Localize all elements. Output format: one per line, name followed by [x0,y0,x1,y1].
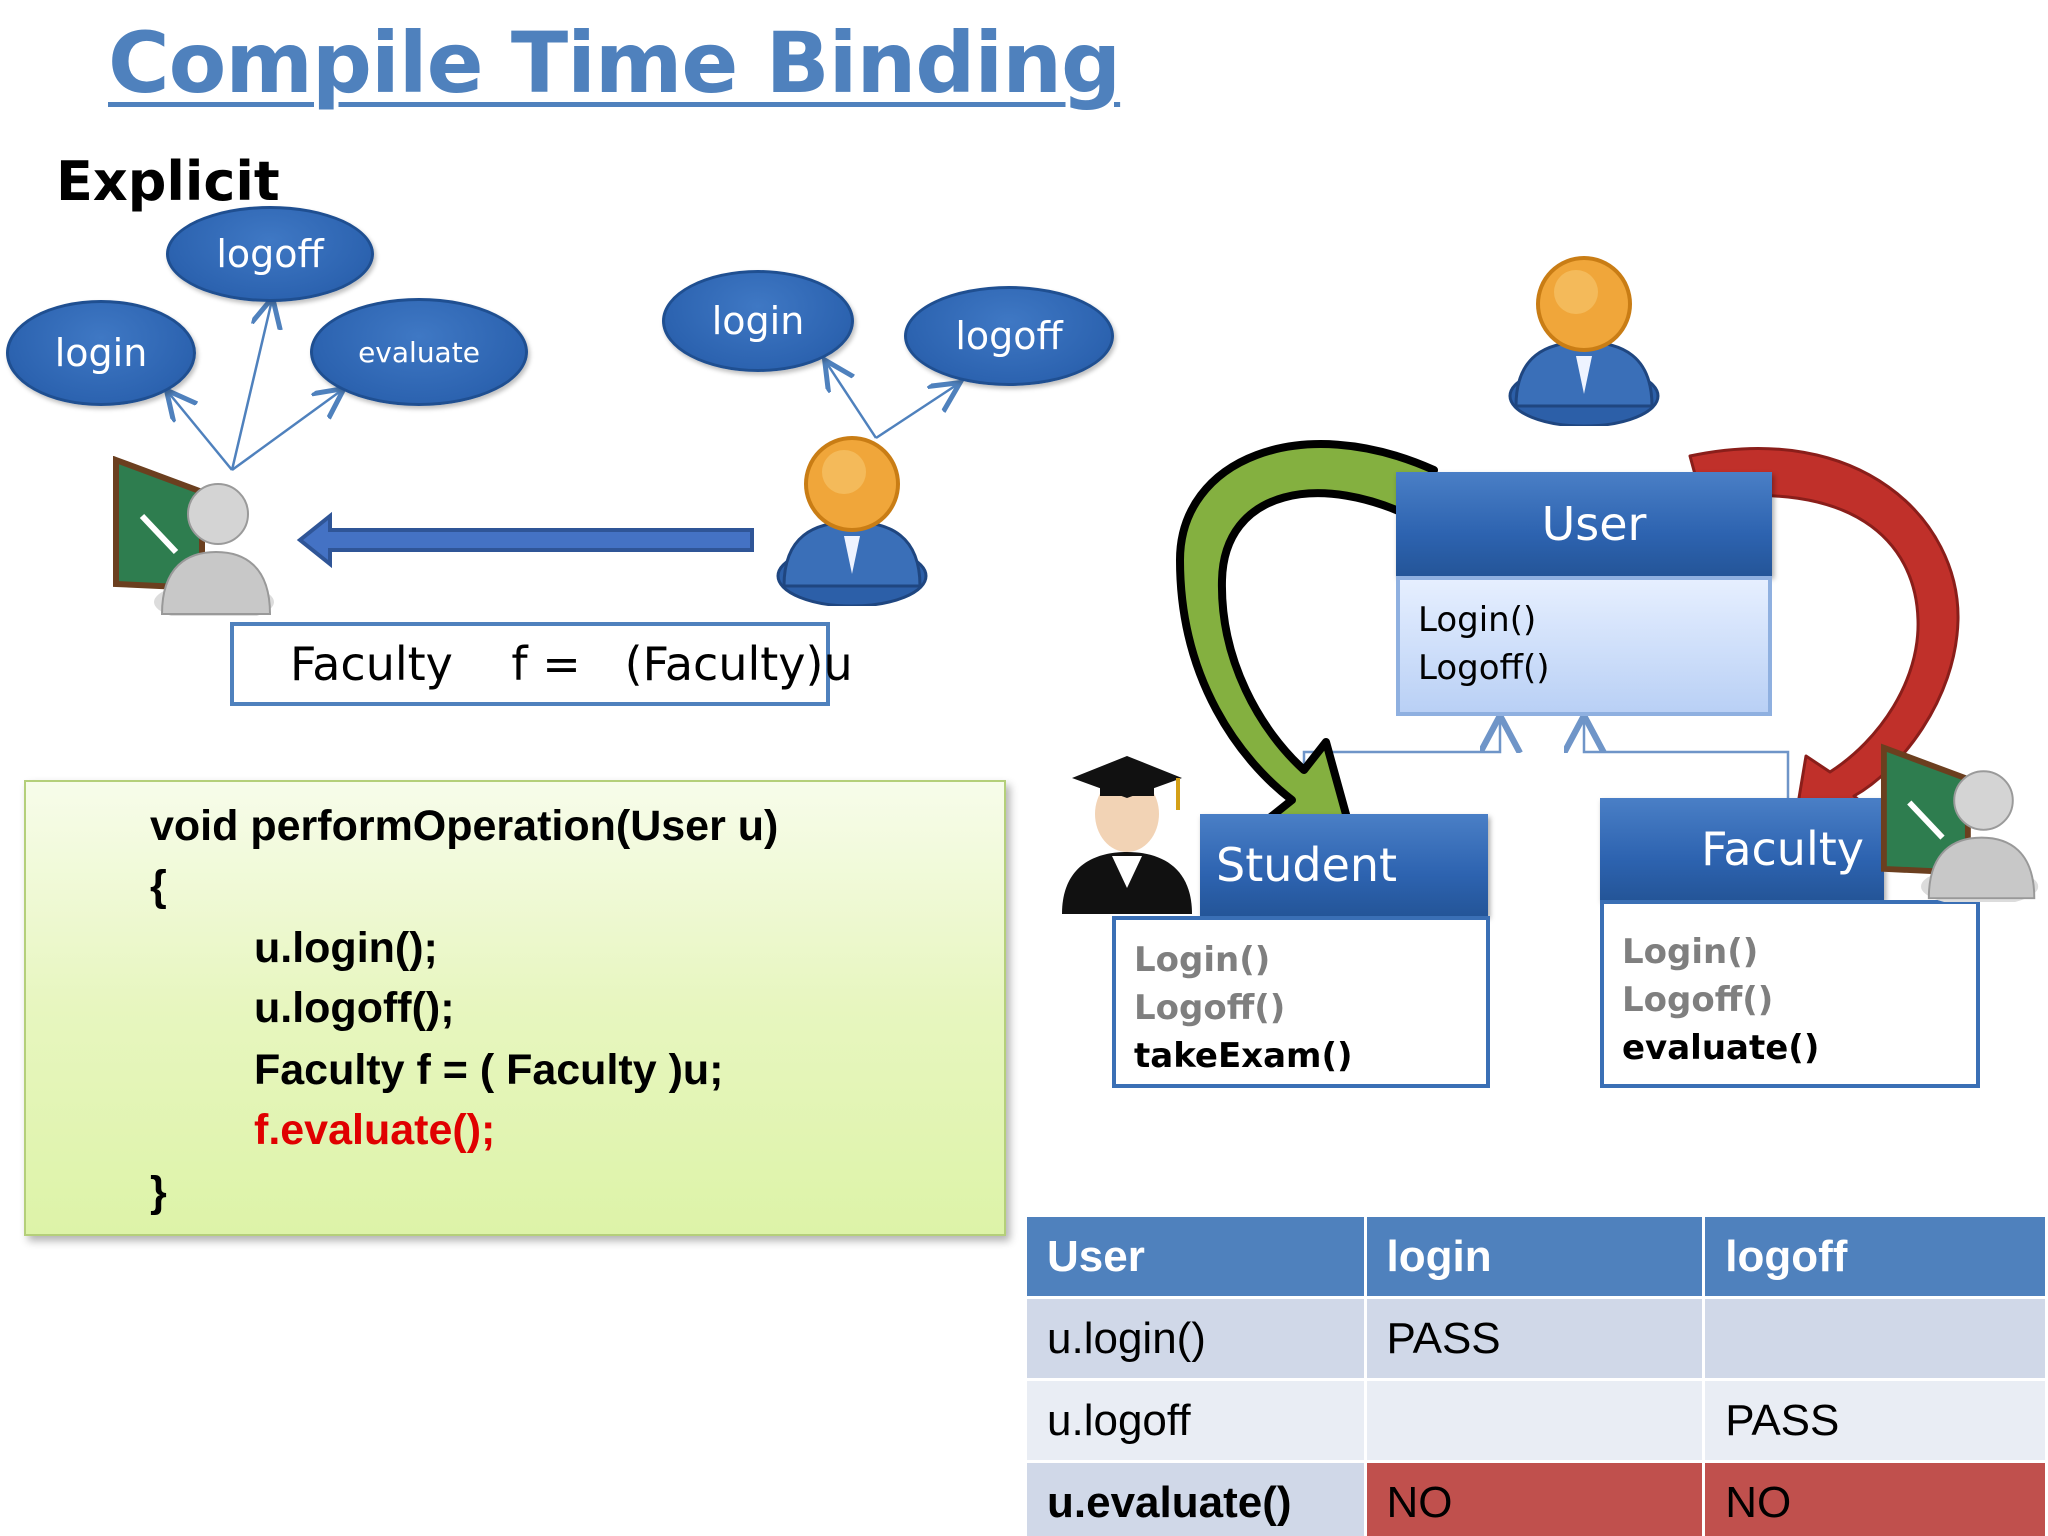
user-class-body: Login() Logoff() [1396,576,1772,716]
method-item: Login() [1418,600,1537,640]
code-line: u.login(); [254,924,438,972]
inherited-method: Logoff() [1622,980,1774,1020]
inherited-method: Login() [1622,932,1759,972]
code-panel: void performOperation(User u) { u.login(… [24,780,1006,1236]
connector-user-logoff [875,384,958,440]
connector-user-login [826,362,878,439]
class-name: Faculty [1701,822,1864,876]
method-label: login [711,299,805,343]
faculty-login-ellipse: login [6,300,196,406]
teacher-icon [113,456,274,616]
user-class-header: User [1396,472,1772,576]
inherited-method: Login() [1134,940,1271,980]
cast-expr: (Faculty)u [624,637,853,691]
student-class-header: Student [1200,814,1488,916]
table-cell-fail: NO [1363,1460,1706,1536]
section-subtitle: Explicit [56,150,280,213]
class-name: User [1541,497,1647,551]
table-header-cell: logoff [1702,1214,2048,1299]
faculty-inherits-user [1584,718,1790,800]
own-method: takeExam() [1134,1036,1353,1076]
connector-faculty-logoff [230,300,272,471]
cast-type: Faculty [290,637,453,691]
code-line: } [150,1168,167,1216]
faculty-teacher-icon [1880,743,2039,902]
faculty-class-header: Faculty [1600,798,1884,900]
table-header-cell: User [1024,1214,1367,1299]
graduate-icon [1062,756,1192,914]
faculty-class-body: Login() Logoff() evaluate() [1600,900,1980,1088]
green-cast-arrow [1176,440,1438,840]
table-cell: u.login() [1024,1296,1367,1381]
method-label: evaluate [358,335,480,369]
faculty-logoff-ellipse: logoff [166,206,374,302]
code-line: u.logoff(); [254,984,455,1032]
table-cell [1363,1378,1706,1463]
table-header-row: User login logoff [1024,1214,2048,1299]
method-label: logoff [216,232,324,276]
method-label: login [54,331,148,375]
code-line: { [150,862,167,910]
table-cell: u.evaluate() [1024,1460,1367,1536]
method-label: logoff [955,314,1063,358]
user-person-icon [776,436,928,606]
faculty-evaluate-ellipse: evaluate [310,298,528,406]
table-cell [1702,1296,2048,1381]
table-cell-fail: NO [1702,1460,2048,1536]
method-item: Logoff() [1418,648,1550,688]
cast-var: f = [511,637,581,691]
own-method: evaluate() [1622,1028,1820,1068]
cast-statement-box: Faculty f = (Faculty)u [230,622,853,706]
table-row: u.login() PASS [1024,1296,2048,1381]
code-line: void performOperation(User u) [150,802,779,850]
connector-faculty-evaluate [231,390,342,472]
code-line-error: f.evaluate(); [254,1106,496,1154]
table-cell: PASS [1702,1378,2048,1463]
inherited-method: Logoff() [1134,988,1286,1028]
table-cell: PASS [1363,1296,1706,1381]
connector-faculty-login [168,392,233,471]
class-name: Student [1216,838,1398,892]
cast-direction-arrow [296,511,754,569]
user-logoff-ellipse: logoff [904,286,1114,386]
table-cell: u.logoff [1024,1378,1367,1463]
code-line: Faculty f = ( Faculty )u; [254,1046,724,1094]
binding-result-table: User login logoff u.login() PASS u.logof… [1024,1214,2048,1536]
table-row: u.evaluate() NO NO [1024,1460,2048,1536]
student-class-body: Login() Logoff() takeExam() [1112,916,1490,1088]
table-row: u.logoff PASS [1024,1378,2048,1463]
user-login-ellipse: login [662,270,854,372]
table-header-cell: login [1363,1214,1706,1299]
user-class-person-icon [1508,256,1660,426]
page-title: Compile Time Binding [108,14,1121,112]
